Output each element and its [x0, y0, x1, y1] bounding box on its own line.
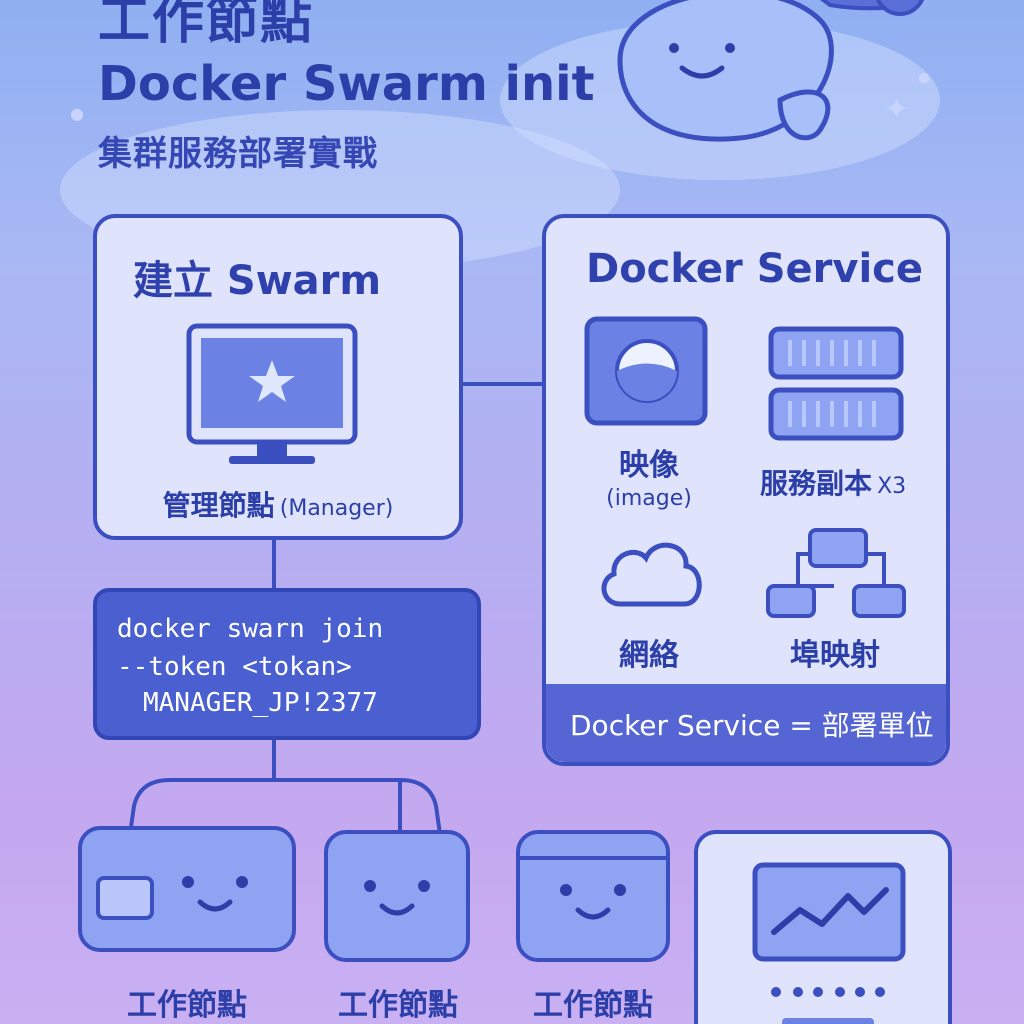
connector-line: [272, 538, 276, 590]
whale-mascot-icon: [617, 0, 924, 142]
image-sublabel: (image): [606, 486, 692, 511]
divider: [520, 856, 666, 860]
worker-node-label: 工作節點: [338, 988, 458, 1023]
manager-node-suffix: (Manager): [279, 496, 394, 521]
sparkle-icon: ●: [70, 104, 84, 123]
service-footer-text: Docker Service = 部署單位: [570, 709, 934, 742]
connector-line: [272, 738, 276, 780]
worker-connector-lines: [128, 778, 442, 835]
replicas-count: X3: [877, 474, 907, 499]
join-command-line: docker swarn join: [117, 614, 384, 644]
monitor-star-icon: [186, 323, 358, 464]
replicas-label: 服務副本: [760, 467, 873, 500]
smiley-face-icon: [364, 880, 430, 916]
page-tagline: 集群服務部署實戰: [98, 134, 378, 174]
worker-node-1: [78, 826, 296, 952]
swarm-card: 建立 Swarm 管理節點 (Manager): [93, 214, 463, 540]
image-icon: [584, 316, 708, 426]
service-card-title: Docker Service: [586, 246, 923, 292]
worker-panel-icon: [96, 876, 154, 920]
connector-line: [460, 382, 546, 386]
swarm-card-title: 建立 Swarm: [133, 258, 382, 304]
page-subtitle: Docker Swarm init: [98, 56, 595, 112]
smiley-face-icon: [560, 884, 626, 920]
worker-node-label: 工作節點: [533, 988, 653, 1023]
status-bar: [782, 1018, 874, 1024]
port-mapping-label: 埠映射: [790, 638, 880, 673]
service-footer: Docker Service = 部署單位: [546, 684, 946, 762]
port-mapping-icon: [766, 528, 906, 618]
smiley-face-icon: [182, 876, 248, 912]
worker-node-2: [324, 830, 470, 962]
worker-node-label: 工作節點: [127, 988, 247, 1023]
monitoring-card: [694, 830, 952, 1024]
server-replicas-icon: [768, 326, 904, 441]
docker-service-card: Docker Service 映像 (image) 服務副本 X3 網絡 埠映射…: [542, 214, 950, 766]
line-chart-icon: [752, 862, 906, 962]
cloud-network-icon: [601, 542, 702, 607]
page-title: 工作節點: [98, 0, 315, 51]
image-label: 映像: [619, 448, 679, 483]
join-command-line: --token <tokan>: [117, 652, 352, 682]
sparkle-icon: ✦: [884, 92, 910, 127]
dots-indicator-icon: [771, 987, 885, 997]
network-label: 網絡: [619, 638, 679, 673]
manager-node-label: 管理節點: [162, 489, 275, 522]
join-command-line: MANAGER_JP!2377: [143, 688, 378, 718]
join-command-block: docker swarn join --token <tokan> MANAGE…: [93, 588, 481, 740]
sparkle-icon: ●: [918, 70, 931, 86]
worker-node-3: [516, 830, 670, 962]
